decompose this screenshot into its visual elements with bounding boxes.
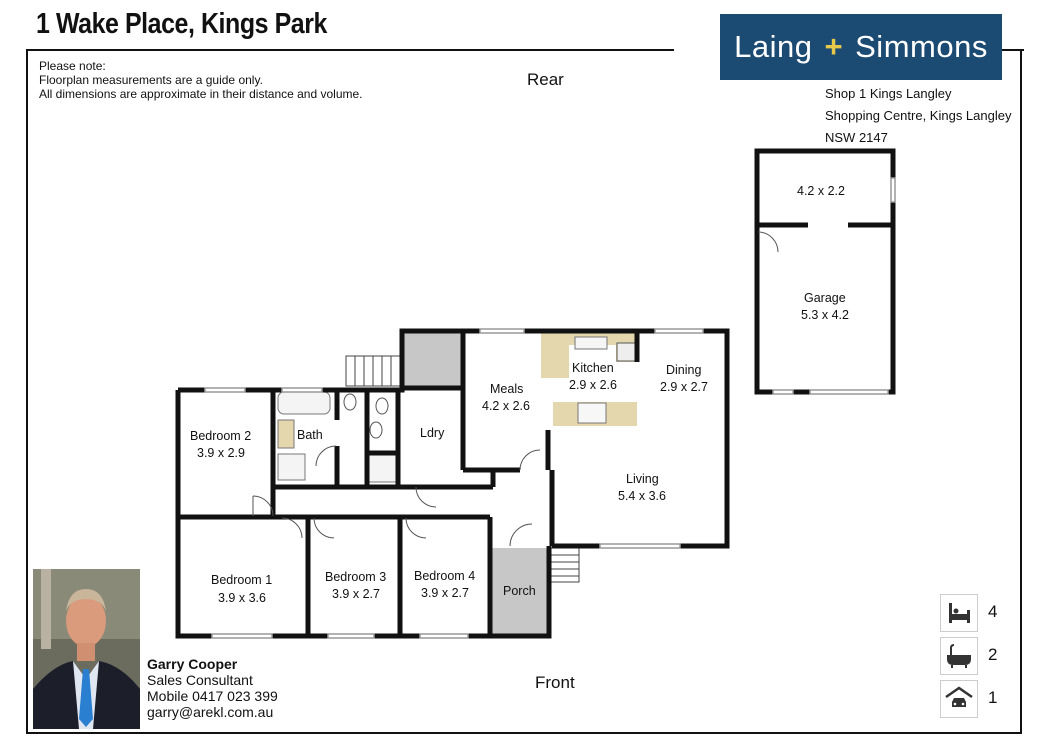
front-stairs (550, 547, 580, 583)
brand-plus: + (824, 29, 844, 64)
porch-fill (491, 548, 549, 634)
room-garage-dims: 5.3 x 4.2 (801, 308, 849, 322)
room-bedroom4-name: Bedroom 4 (414, 569, 475, 583)
front-label: Front (535, 673, 575, 692)
room-bedroom3-dims: 3.9 x 2.7 (332, 587, 380, 601)
agent-mobile[interactable]: Mobile 0417 023 399 (147, 688, 278, 704)
room-kitchen-dims: 2.9 x 2.6 (569, 378, 617, 392)
room-bedroom2-dims: 3.9 x 2.9 (197, 446, 245, 460)
door-swings (252, 231, 779, 547)
office-address: Shop 1 Kings Langley Shopping Centre, Ki… (825, 83, 1011, 149)
room-bedroom1-dims: 3.9 x 3.6 (218, 591, 266, 605)
car-space-count: 1 (988, 688, 998, 707)
room-living-dims: 5.4 x 3.6 (618, 489, 666, 503)
agent-photo (33, 569, 140, 729)
island-sink-icon (577, 402, 607, 424)
vanity-fixture (277, 419, 295, 449)
bathtub-icon (940, 637, 978, 675)
room-bedroom1-name: Bedroom 1 (211, 573, 272, 587)
bathtub-fixture (277, 391, 331, 415)
room-bath-name: Bath (297, 428, 323, 442)
bed-icon (940, 594, 978, 632)
frame-top-right-line (1002, 49, 1024, 51)
frame-top-line (26, 49, 674, 51)
toilet-fixture-2 (375, 397, 389, 415)
rear-label: Rear (527, 70, 564, 89)
sink-icon (574, 336, 608, 350)
shower-fixture (277, 453, 306, 481)
room-garage-store-dims: 4.2 x 2.2 (797, 184, 845, 198)
room-kitchen-name: Kitchen (572, 361, 614, 375)
room-bedroom2-name: Bedroom 2 (190, 429, 251, 443)
room-meals-dims: 4.2 x 2.6 (482, 399, 530, 413)
toilet-fixture-1 (343, 393, 357, 411)
bathroom-count: 2 (988, 645, 998, 664)
windows (204, 177, 896, 639)
agent-details: Garry Cooper Sales Consultant Mobile 041… (147, 656, 278, 720)
brand-name-left: Laing (734, 29, 813, 64)
feature-bathrooms: 2 (940, 637, 1010, 675)
room-bedroom4-dims: 3.9 x 2.7 (421, 586, 469, 600)
kitchen-bench (541, 332, 637, 378)
car-icon (940, 680, 978, 718)
bedroom-count: 4 (988, 602, 998, 621)
rear-stairs (345, 355, 401, 387)
disclaimer-note: Please note: Floorplan measurements are … (39, 59, 363, 101)
property-address: 1 Wake Place, Kings Park (36, 8, 327, 40)
room-dining-name: Dining (666, 363, 701, 377)
feature-car-spaces: 1 (940, 680, 1010, 718)
note-line-2: All dimensions are approximate in their … (39, 87, 363, 101)
brand-logo[interactable]: Laing + Simmons (720, 14, 1002, 80)
toilet-fixture-3 (369, 421, 383, 439)
cooktop-icon (616, 342, 636, 362)
room-living-name: Living (626, 472, 659, 486)
feature-bedrooms: 4 (940, 594, 1010, 632)
room-ldry-name: Ldry (420, 426, 445, 440)
agent-name: Garry Cooper (147, 656, 238, 672)
brand-name-right: Simmons (855, 29, 988, 64)
office-line-1: Shop 1 Kings Langley (825, 86, 952, 101)
room-meals-name: Meals (490, 382, 523, 396)
stair-void-fill (403, 332, 462, 387)
frame-bottom-line (26, 732, 1022, 734)
note-heading: Please note: (39, 59, 106, 73)
room-porch-name: Porch (503, 584, 536, 598)
frame-left-line (26, 49, 28, 734)
frame-right-line (1020, 49, 1022, 734)
office-line-2: Shopping Centre, Kings Langley (825, 108, 1012, 123)
agent-title: Sales Consultant (147, 672, 253, 688)
shower2-fixture (368, 454, 398, 483)
room-bedroom3-name: Bedroom 3 (325, 570, 386, 584)
office-line-3: NSW 2147 (825, 130, 888, 145)
note-line-1: Floorplan measurements are a guide only. (39, 73, 263, 87)
room-dining-dims: 2.9 x 2.7 (660, 380, 708, 394)
room-garage-name: Garage (804, 291, 846, 305)
agent-email[interactable]: garry@arekl.com.au (147, 704, 274, 720)
